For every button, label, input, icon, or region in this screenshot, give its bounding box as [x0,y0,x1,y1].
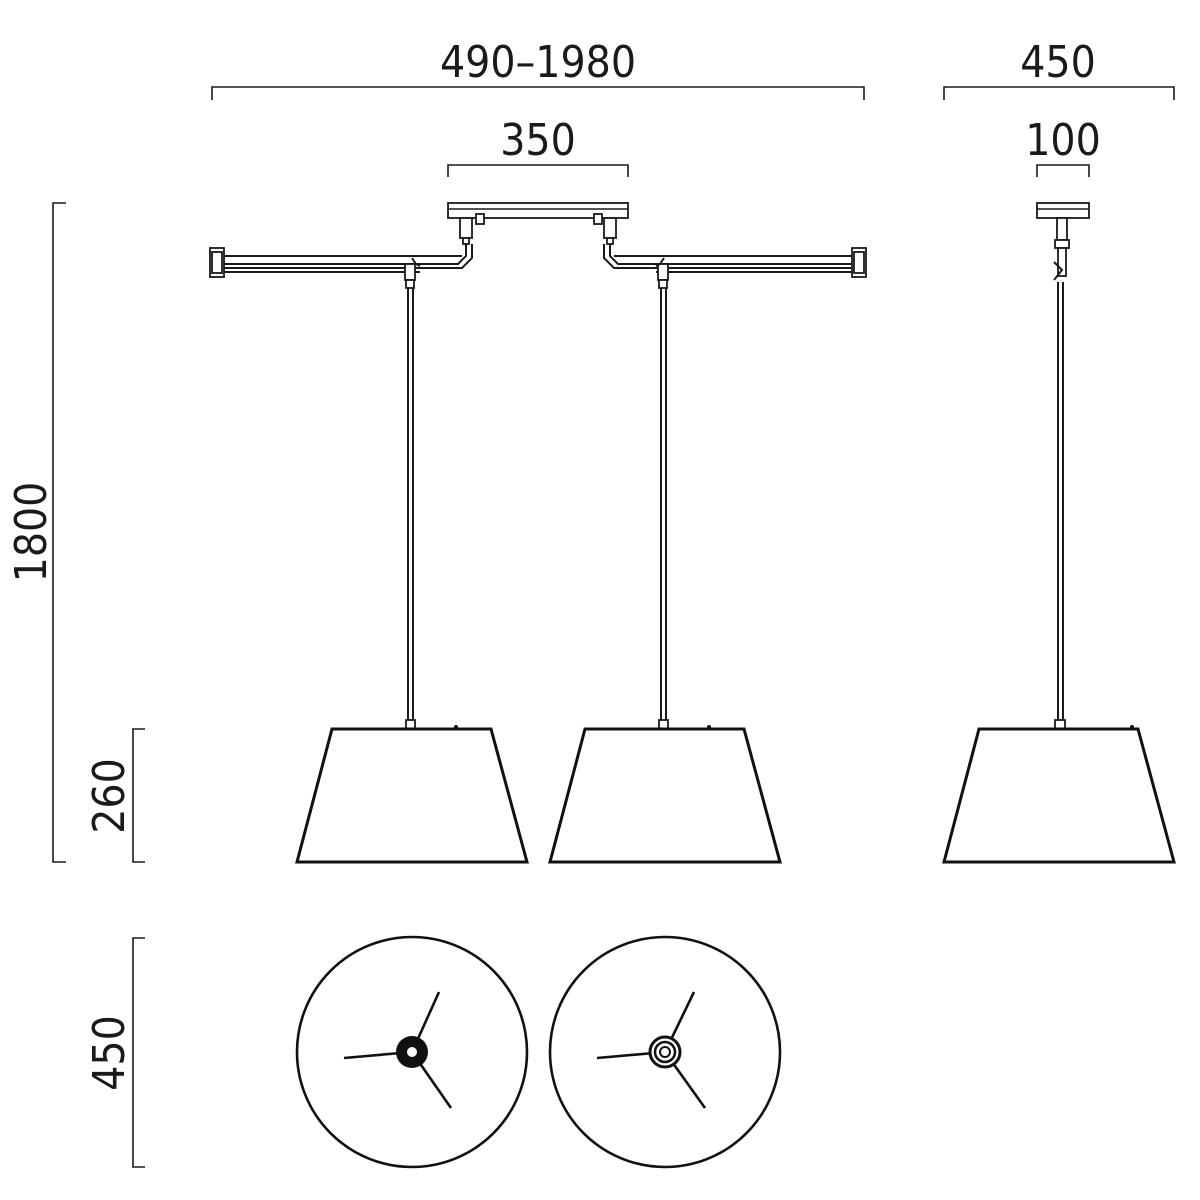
shade-diameter-label: 450 [84,1015,135,1091]
canopy-width-dimension-line [447,164,629,177]
side-width-label: 450 [1020,37,1096,88]
left-pendant [295,279,529,864]
overall-width-label: 490–1980 [440,37,636,88]
canopy [447,202,629,245]
left-arm [209,244,473,281]
overall-width-dimension-line [211,86,865,100]
canopy-side-width-label: 100 [1025,115,1101,166]
left-shade-bottom [295,935,529,1169]
side-view [942,202,1176,864]
right-shade-bottom [548,935,782,1169]
dimension-labels: 490–1980 450 350 100 1800 260 450 [6,37,1101,1091]
front-view [209,202,867,864]
bottom-view [295,935,782,1169]
shade-height-label: 260 [84,758,135,834]
overall-height-dimension-line [52,202,66,863]
dimension-lines [52,86,1175,1168]
side-canopy [1036,202,1090,219]
side-width-dimension-line [943,86,1175,100]
canopy-side-width-dimension-line [1036,164,1090,177]
side-shade [942,727,1176,864]
canopy-width-label: 350 [500,115,576,166]
right-pendant [548,279,782,864]
right-arm [603,244,867,281]
shade-height-dimension-line [132,728,145,863]
overall-height-label: 1800 [6,482,57,583]
shade-diameter-dimension-line [132,937,145,1168]
